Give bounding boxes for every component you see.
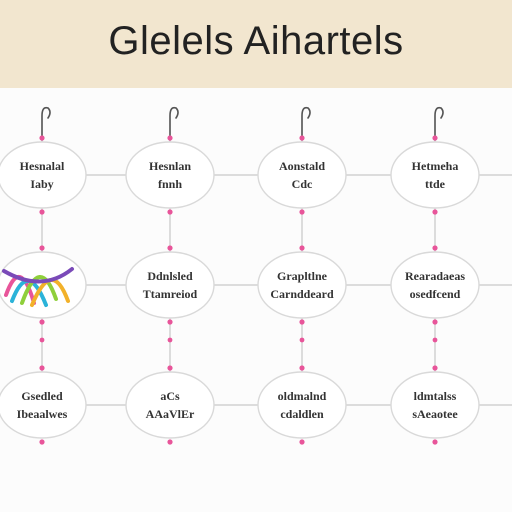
diagram-node xyxy=(125,251,215,319)
junction-dot xyxy=(167,439,173,445)
page-title: Glelels Aihartels xyxy=(108,18,404,63)
diagram-node xyxy=(390,371,480,439)
junction-dot xyxy=(167,337,173,343)
junction-dot xyxy=(167,135,173,141)
junction-dot xyxy=(299,209,305,215)
node-label: Carnddeard xyxy=(270,287,334,301)
node-label: fnnh xyxy=(158,177,182,191)
node-label: ldmtalss xyxy=(414,389,457,403)
junction-dot xyxy=(39,245,45,251)
node-label: Cdc xyxy=(292,177,313,191)
hook-icon xyxy=(41,106,51,141)
node-label: Rearadaeas xyxy=(405,269,465,283)
diagram-node xyxy=(257,141,347,209)
node-label: sAeaotee xyxy=(412,407,458,421)
diagram-node xyxy=(125,141,215,209)
node-label: Aonstald xyxy=(279,159,325,173)
node-label: oldmalnd xyxy=(278,389,327,403)
junction-dot xyxy=(167,209,173,215)
diagram-node xyxy=(257,371,347,439)
junction-dot xyxy=(432,209,438,215)
node-label: Hesnlan xyxy=(149,159,191,173)
junction-dot xyxy=(39,135,45,141)
diagram-node xyxy=(125,371,215,439)
node-label: Ibeaalwes xyxy=(17,407,68,421)
junction-dot xyxy=(299,337,305,343)
junction-dot xyxy=(299,135,305,141)
diagram-node xyxy=(0,141,87,209)
node-label: Hetmeha xyxy=(412,159,459,173)
title-banner: Glelels Aihartels xyxy=(0,0,512,88)
node-label: Gsedled xyxy=(21,389,63,403)
junction-dot xyxy=(299,245,305,251)
node-label: cdaldlen xyxy=(280,407,324,421)
node-label: Hesnalal xyxy=(20,159,65,173)
junction-dot xyxy=(432,319,438,325)
diagram-node xyxy=(0,371,87,439)
junction-dot xyxy=(39,439,45,445)
node-label: Ttamreiod xyxy=(143,287,198,301)
diagram-node xyxy=(390,251,480,319)
junction-dot xyxy=(167,245,173,251)
junction-dot xyxy=(39,319,45,325)
hook-icon xyxy=(301,106,311,141)
multicolor-strand-logo-icon xyxy=(2,267,74,307)
junction-dot xyxy=(39,337,45,343)
node-label: ttde xyxy=(425,177,446,191)
junction-dot xyxy=(39,209,45,215)
junction-dot xyxy=(432,337,438,343)
node-label: aCs xyxy=(160,389,180,403)
junction-dot xyxy=(299,365,305,371)
junction-dot xyxy=(432,439,438,445)
hook-icon xyxy=(169,106,179,141)
node-label: osedfcend xyxy=(410,287,461,301)
node-label: Iaby xyxy=(30,177,53,191)
hook-icon xyxy=(434,106,444,141)
junction-dot xyxy=(299,439,305,445)
diagram-node xyxy=(390,141,480,209)
diagram-node xyxy=(257,251,347,319)
junction-dot xyxy=(167,319,173,325)
junction-dot xyxy=(432,245,438,251)
junction-dot xyxy=(432,365,438,371)
node-label: Ddnlsled xyxy=(147,269,193,283)
junction-dot xyxy=(299,319,305,325)
node-label: Grapltlne xyxy=(277,269,328,283)
junction-dot xyxy=(167,365,173,371)
junction-dot xyxy=(432,135,438,141)
node-label: AAaVlEr xyxy=(146,407,195,421)
junction-dot xyxy=(39,365,45,371)
